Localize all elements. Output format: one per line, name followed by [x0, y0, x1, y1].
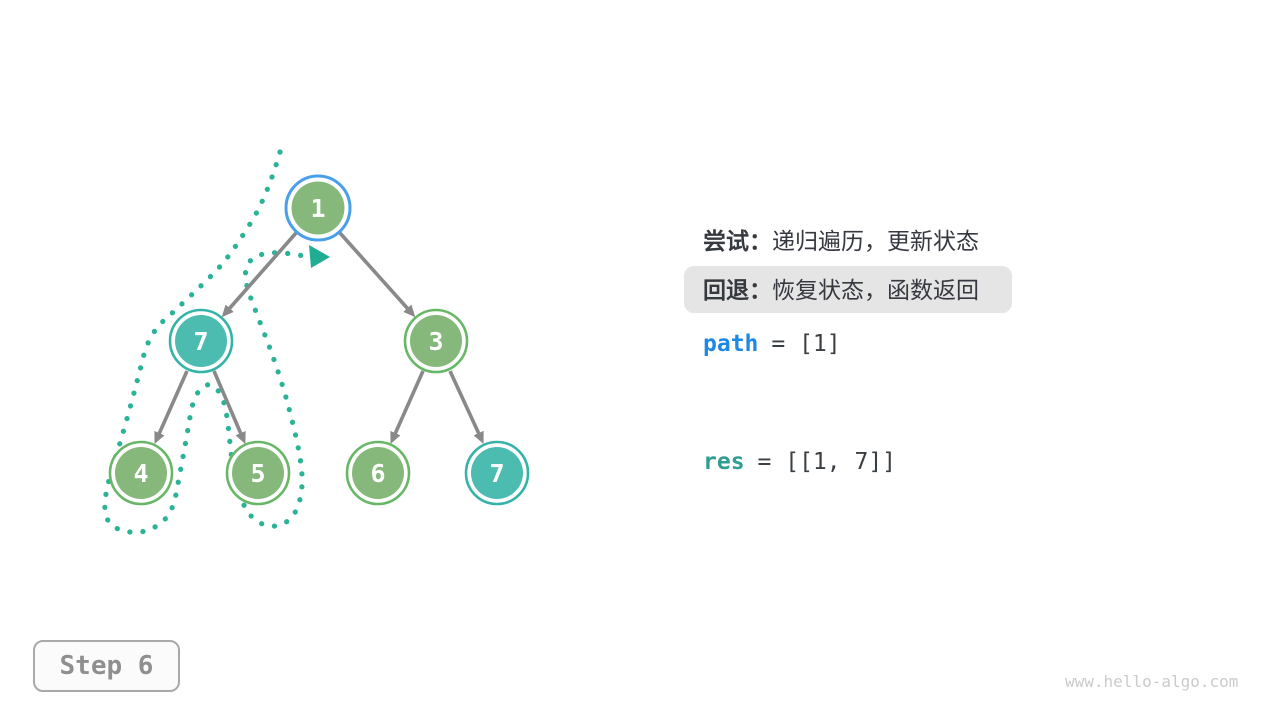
res-variable-value: = [[1, 7]] [757, 449, 897, 475]
step-badge: Step 6 [33, 640, 180, 692]
trace-arrowhead-icon [309, 245, 330, 268]
step-badge-label: Step 6 [59, 651, 154, 681]
node-label: 4 [133, 459, 148, 488]
tree-edge-1-7 [221, 231, 298, 318]
tree-node-root-1: 1 [284, 174, 352, 242]
try-line: 尝试：递归遍历，更新状态 [703, 227, 979, 255]
tree-edge-1-3 [338, 231, 416, 318]
backtrack-line-highlight: 回退：恢复状态，函数返回 [684, 266, 1012, 313]
path-variable-name: path [703, 331, 759, 357]
tree-edge-3-6 [390, 370, 425, 445]
backtrack-trace-path [102, 149, 308, 535]
node-label: 3 [428, 327, 443, 356]
node-label: 6 [370, 459, 385, 488]
res-variable-line: res = [[1, 7]] [703, 449, 896, 475]
tree-node-leaf-5: 5 [225, 440, 291, 506]
try-text: 递归遍历，更新状态 [772, 228, 979, 254]
tree-edge-3-7 [448, 370, 484, 444]
try-label: 尝试： [703, 228, 772, 254]
tree-node-right-3: 3 [403, 308, 469, 374]
tree-node-left-7: 7 [168, 308, 234, 374]
tree-node-leaf-6: 6 [345, 440, 411, 506]
node-label: 7 [193, 327, 208, 356]
tree-node-leaf-7: 7 [464, 440, 530, 506]
node-label: 1 [310, 194, 325, 223]
backtrack-line: 回退：恢复状态，函数返回 [703, 276, 979, 304]
watermark: www.hello-algo.com [1065, 672, 1239, 691]
tree-edge-7-4 [154, 370, 189, 445]
path-variable-line: path = [1] [703, 331, 841, 357]
res-variable-name: res [703, 449, 745, 475]
backtrack-label: 回退： [703, 276, 772, 303]
tree-node-leaf-4: 4 [108, 440, 174, 506]
path-variable-value: = [1] [771, 331, 841, 357]
tree-edge-7-5 [212, 370, 246, 445]
node-label: 5 [250, 459, 265, 488]
tree-diagram: 1 7 3 4 5 6 [102, 149, 530, 535]
backtrack-text: 恢复状态，函数返回 [772, 276, 979, 303]
node-label: 7 [489, 459, 504, 488]
